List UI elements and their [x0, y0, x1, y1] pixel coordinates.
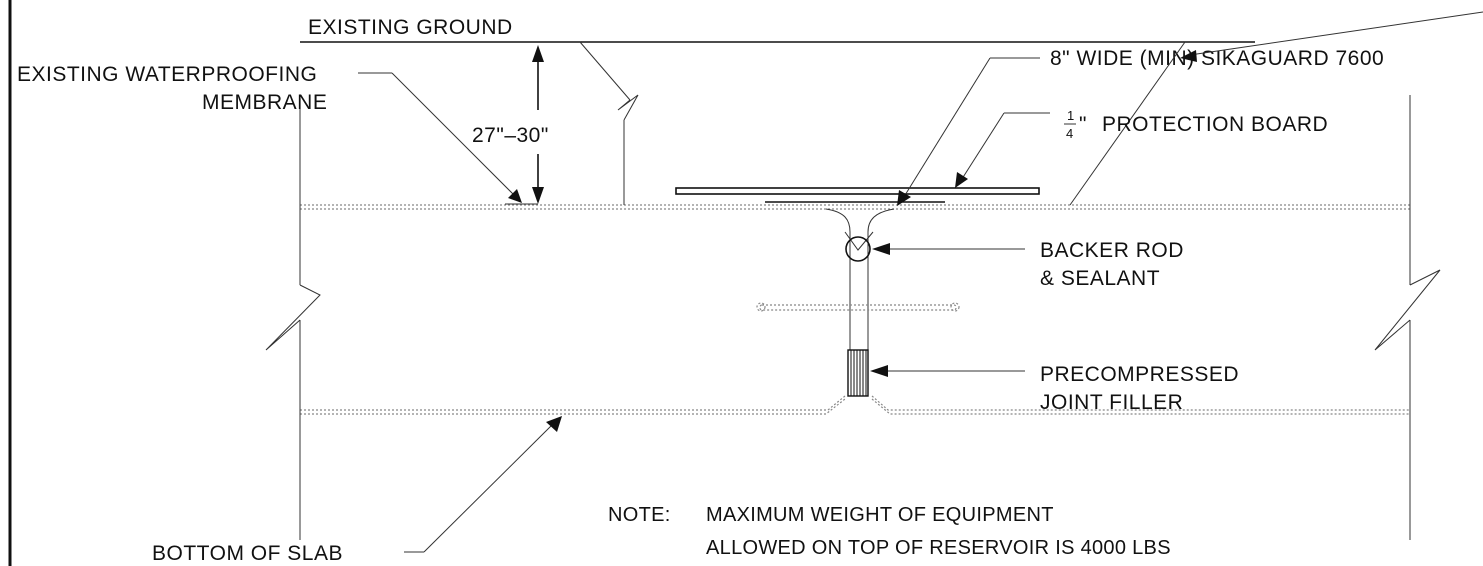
backer-rod-label-line2: & SEALANT	[1040, 267, 1160, 290]
joint-left-wall	[825, 208, 851, 390]
note-line2: ALLOWED ON TOP OF RESERVOIR IS 4000 LBS	[706, 537, 1171, 559]
joint-right-wall	[867, 208, 895, 390]
filler-label-line1: PRECOMPRESSED	[1040, 363, 1239, 386]
bottom-of-slab-line-left	[300, 395, 846, 411]
sikaguard-arrow	[897, 190, 911, 206]
offpage-arrow	[1180, 50, 1197, 62]
note-line1: MAXIMUM WEIGHT OF EQUIPMENT	[706, 504, 1054, 526]
sealant-vee	[844, 231, 874, 251]
dowel-bar	[759, 304, 957, 311]
dowel-end-right	[950, 302, 960, 312]
protection-leader-diagonal	[959, 112, 1005, 183]
depth-label-bg	[465, 110, 595, 154]
protection-board-label: PROTECTION BOARD	[1102, 113, 1328, 136]
backer-rod-label-line1: BACKER ROD	[1040, 239, 1184, 262]
depth-arrow-bottom	[532, 187, 544, 204]
joint-filler-hatch	[850, 350, 867, 396]
offpage-leader-continuation	[1069, 41, 1186, 206]
protection-inch-mark: "	[1079, 113, 1087, 136]
soil-break-diagonal	[579, 41, 631, 101]
backer-rod-arrow	[872, 243, 890, 255]
soil-break-zigzag	[617, 94, 639, 121]
sikaguard-leader-diagonal	[901, 57, 991, 201]
bottom-of-slab-label: BOTTOM OF SLAB	[152, 542, 343, 565]
bottom-of-slab-line-left-inner	[300, 398, 846, 415]
bottom-leader-diagonal	[423, 424, 553, 553]
break-symbol-right	[1374, 269, 1441, 351]
bottom-of-slab-line-right	[871, 395, 1410, 411]
note-label: NOTE:	[608, 504, 671, 526]
waterproofing-arrow	[508, 189, 522, 203]
waterproofing-leader-diagonal	[391, 72, 515, 196]
bottom-arrow	[546, 416, 562, 432]
protection-arrow	[955, 172, 968, 188]
filler-arrow	[870, 365, 888, 377]
backer-rod	[845, 236, 871, 262]
sikaguard-label: 8" WIDE (MIN) SIKAGUARD 7600	[1050, 47, 1384, 70]
filler-label-line2: JOINT FILLER	[1040, 391, 1183, 414]
depth-label: 27"–30"	[472, 124, 549, 147]
offpage-leader	[1189, 11, 1483, 56]
protection-fraction-num: 1	[1067, 108, 1075, 123]
existing-ground-label: EXISTING GROUND	[308, 16, 513, 39]
dowel-end-left	[756, 302, 766, 312]
waterproofing-label-line2: MEMBRANE	[202, 91, 327, 114]
break-symbol-left	[265, 284, 321, 351]
protection-fraction-den: 4	[1066, 126, 1074, 141]
waterproofing-label-line1: EXISTING WATERPROOFING	[17, 63, 317, 86]
depth-arrow-top	[532, 45, 544, 62]
protection-board	[675, 187, 1040, 195]
